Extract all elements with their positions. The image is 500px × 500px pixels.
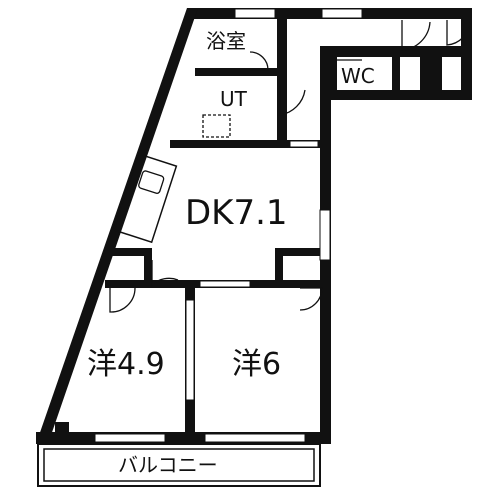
doors [109,20,471,313]
room-label-utility: UT [220,87,248,111]
room-label-toilet: WC [341,64,375,88]
room-label-balcony: バルコニー [118,453,218,477]
windows [94,8,363,443]
room-label-bath: 浴室 [206,29,246,53]
room-label-dining-kitchen: DK7.1 [185,193,288,233]
room-label-western-room-2: 洋6 [232,347,281,382]
washing-machine-space [202,114,231,138]
room-label-western-room-1: 洋4.9 [87,347,165,382]
kitchen-counter [112,152,178,244]
